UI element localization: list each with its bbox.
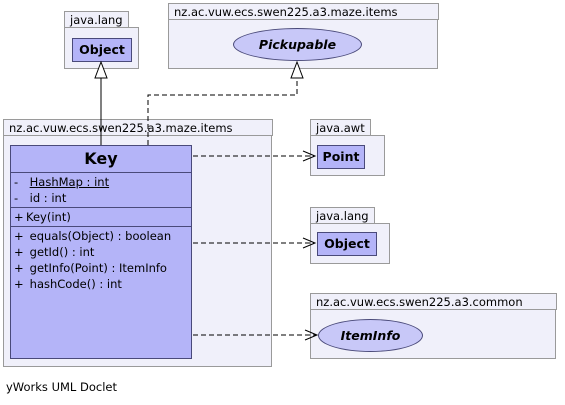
class-point[interactable]: Point — [317, 145, 365, 169]
class-key-title: Key — [11, 146, 191, 173]
class-key-methods: + equals(Object) : boolean + getId() : i… — [11, 227, 191, 293]
constructor-key: +Key(int) — [14, 210, 71, 224]
method-equals: + equals(Object) : boolean — [14, 229, 172, 243]
field-id: - id : int — [14, 191, 67, 205]
class-key-fields: - HashMap : int - id : int — [11, 173, 191, 208]
field-hashmap: - HashMap : int — [14, 175, 110, 189]
method-hashcode: + hashCode() : int — [14, 277, 122, 291]
method-getinfo: + getInfo(Point) : ItemInfo — [14, 261, 167, 275]
package-tab: nz.ac.vuw.ecs.swen225.a3.maze.items — [168, 3, 439, 20]
package-tab: java.lang — [310, 207, 375, 224]
class-iteminfo[interactable]: ItemInfo — [318, 319, 423, 352]
package-tab: java.lang — [64, 11, 129, 28]
footer-credit: yWorks UML Doclet — [6, 380, 117, 394]
class-object-right[interactable]: Object — [317, 232, 377, 256]
package-tab: java.awt — [310, 119, 371, 136]
package-java-awt: java.awt — [310, 119, 385, 176]
class-key[interactable]: Key - HashMap : int - id : int +Key(int)… — [10, 145, 192, 359]
interface-pickupable[interactable]: Pickupable — [233, 28, 362, 61]
class-object-top[interactable]: Object — [72, 38, 132, 62]
class-key-constructors: +Key(int) — [11, 208, 191, 227]
method-getid: + getId() : int — [14, 245, 95, 259]
package-tab: nz.ac.vuw.ecs.swen225.a3.maze.items — [3, 119, 273, 136]
package-tab: nz.ac.vuw.ecs.swen225.a3.common — [310, 293, 557, 310]
